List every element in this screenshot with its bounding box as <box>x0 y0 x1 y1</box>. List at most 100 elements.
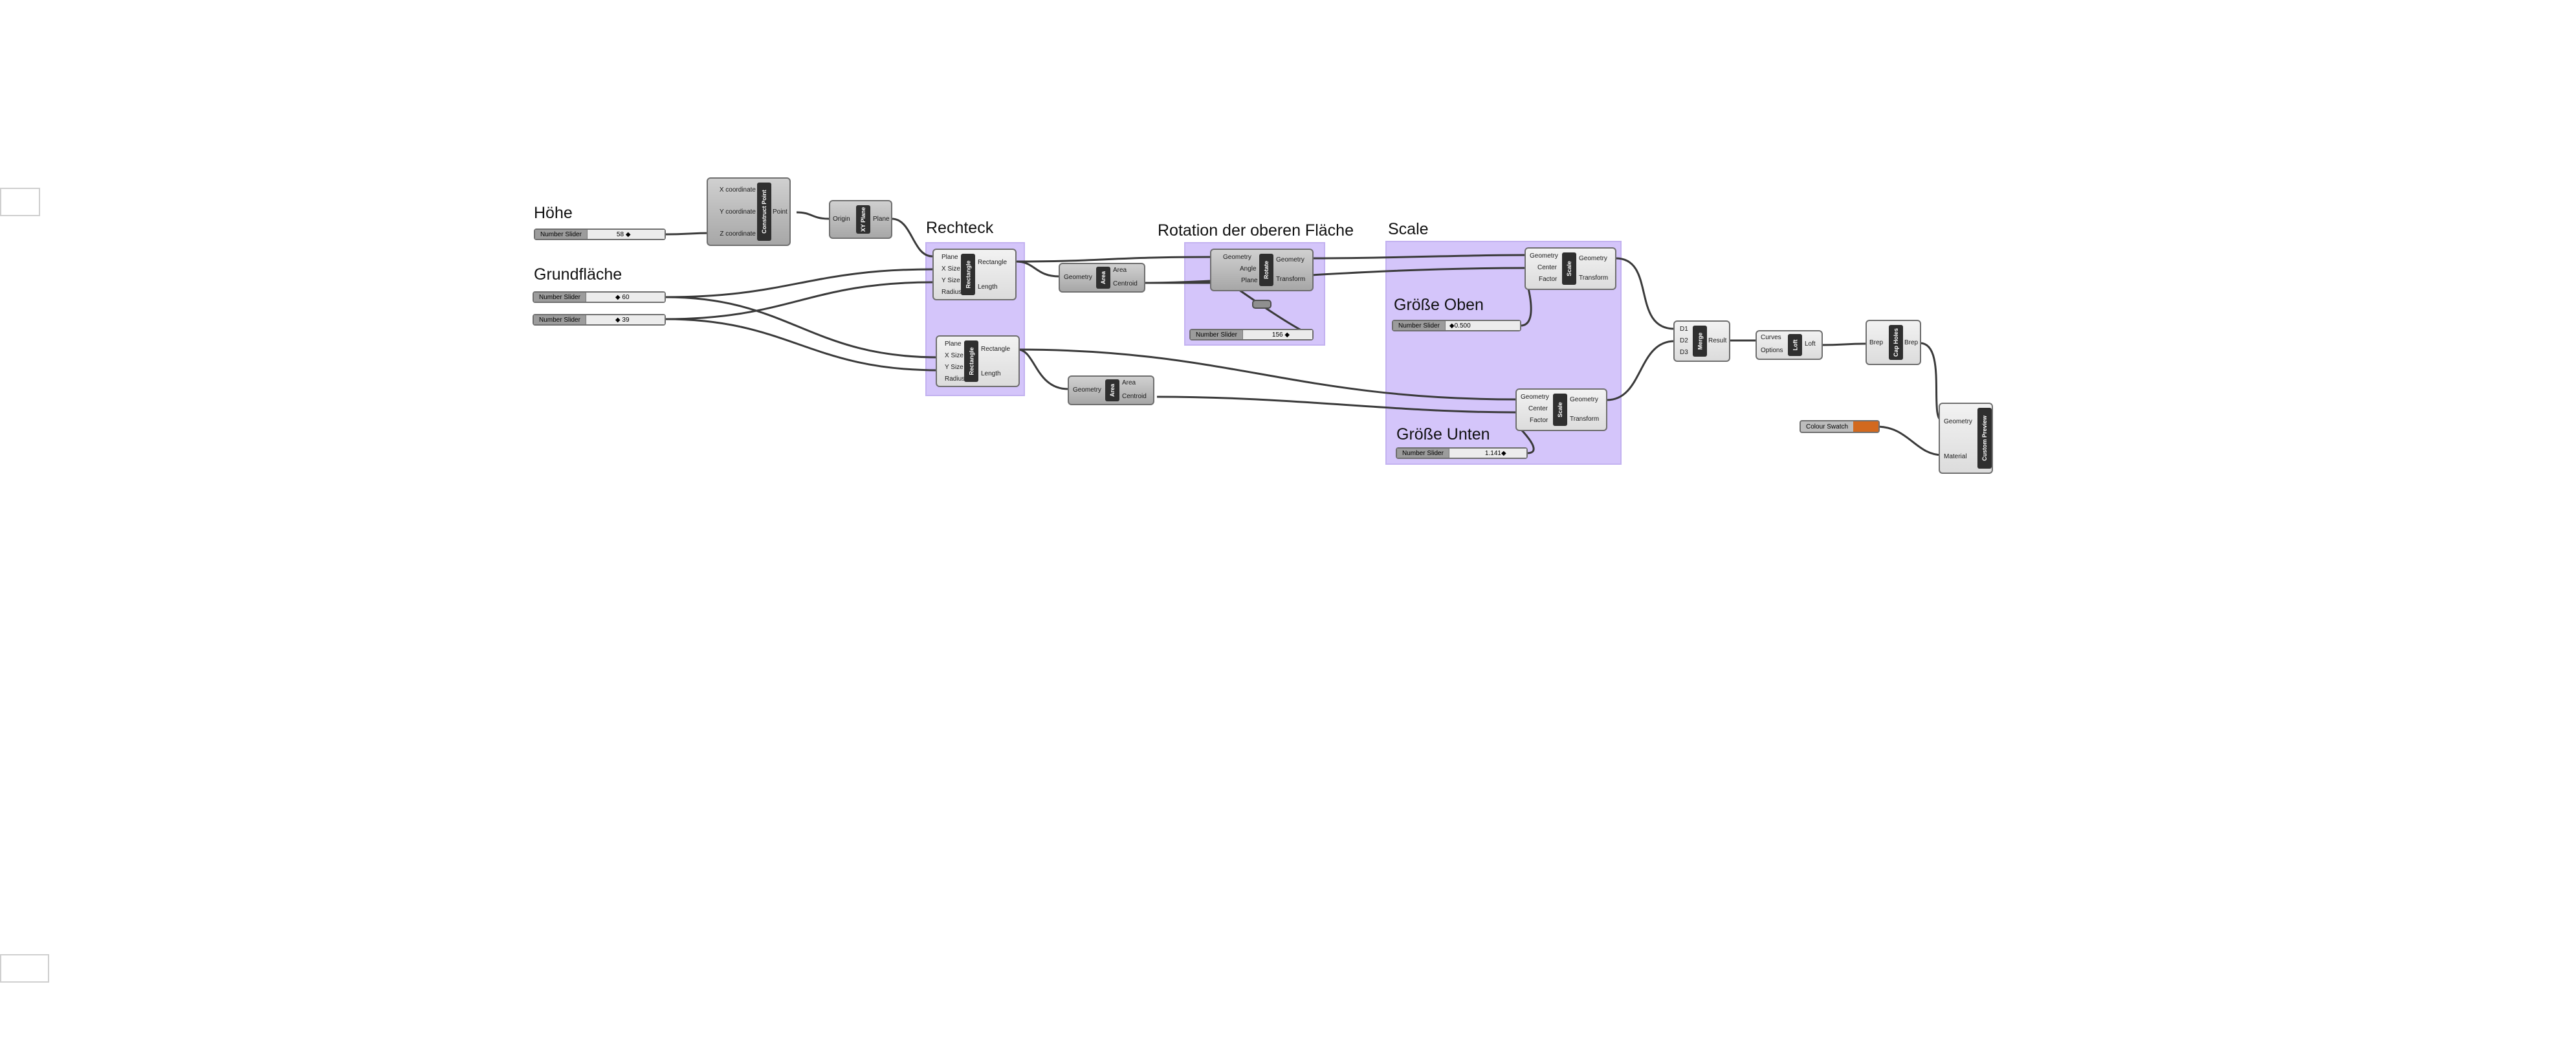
output-port-transform[interactable]: Transform <box>1579 274 1609 282</box>
input-port-y-size[interactable]: Y Size <box>945 364 963 371</box>
output-port-centroid[interactable]: Centroid <box>1113 280 1138 287</box>
slider-track[interactable]: ◆ 60 <box>586 293 665 302</box>
relay-knob[interactable] <box>1252 300 1271 309</box>
component-cap-holes[interactable]: Brep Cap Holes Brep <box>1866 320 1921 365</box>
input-port-z[interactable]: Z coordinate <box>720 230 756 238</box>
component-name-bar: XY Plane <box>856 205 870 234</box>
label-grundflaeche: Grundfläche <box>534 265 622 284</box>
output-port-transform[interactable]: Transform <box>1276 276 1306 283</box>
component-area-top[interactable]: Geometry Area Area Centroid <box>1059 263 1145 293</box>
input-port-geometry[interactable]: Geometry <box>1944 418 1972 425</box>
slider-rotation[interactable]: Number Slider 156 ◆ <box>1189 329 1314 340</box>
slider-track[interactable]: 156 ◆ <box>1242 330 1312 339</box>
input-port-angle[interactable]: Angle <box>1240 265 1257 273</box>
component-loft[interactable]: Curves Options Loft Loft <box>1756 330 1823 360</box>
input-port-factor[interactable]: Factor <box>1530 417 1548 424</box>
group-title-rechteck: Rechteck <box>926 219 994 237</box>
slider-hoehe[interactable]: Number Slider 58 ◆ <box>534 229 666 240</box>
input-port-options[interactable]: Options <box>1761 347 1783 354</box>
input-port-radius[interactable]: Radius <box>945 375 965 383</box>
component-name: Rectangle <box>965 260 972 289</box>
input-port-plane[interactable]: Plane <box>945 340 962 348</box>
input-port-brep[interactable]: Brep <box>1869 339 1884 346</box>
slider-track[interactable]: 58 ◆ <box>587 230 665 239</box>
input-port-d2[interactable]: D2 <box>1680 337 1688 344</box>
slider-grundflaeche-y[interactable]: Number Slider ◆ 39 <box>533 314 666 326</box>
input-port-x-size[interactable]: X Size <box>941 265 960 273</box>
component-rotate[interactable]: Geometry Angle Plane Rotate Geometry Tra… <box>1210 249 1314 291</box>
output-port-rectangle[interactable]: Rectangle <box>981 346 1011 353</box>
component-name-bar: Rotate <box>1259 254 1273 286</box>
component-custom-preview[interactable]: Geometry Material Custom Preview <box>1939 403 1993 474</box>
slider-track[interactable]: ◆ 39 <box>586 315 665 324</box>
output-port-loft[interactable]: Loft <box>1805 340 1816 348</box>
input-port-plane[interactable]: Plane <box>1241 277 1258 284</box>
component-rectangle-top[interactable]: Plane X Size Y Size Radius Rectangle Rec… <box>932 249 1017 300</box>
input-port-d1[interactable]: D1 <box>1680 326 1688 333</box>
input-port-plane[interactable]: Plane <box>941 254 958 261</box>
output-port-length[interactable]: Length <box>978 284 998 291</box>
component-scale-top[interactable]: Geometry Center Factor Scale Geometry Tr… <box>1525 247 1616 290</box>
input-port-y[interactable]: Y coordinate <box>720 208 756 216</box>
input-port-factor[interactable]: Factor <box>1539 276 1558 283</box>
input-port-geometry[interactable]: Geometry <box>1521 394 1549 401</box>
output-port-point[interactable]: Point <box>773 208 787 216</box>
input-port-geometry[interactable]: Geometry <box>1223 254 1251 261</box>
input-port-origin[interactable]: Origin <box>833 216 850 223</box>
output-port-result[interactable]: Result <box>1708 337 1727 344</box>
output-port-geometry[interactable]: Geometry <box>1276 256 1305 263</box>
colour-swatch-color[interactable] <box>1853 421 1878 432</box>
input-port-d3[interactable]: D3 <box>1680 349 1688 356</box>
slider-groesse-oben[interactable]: Number Slider ◆0.500 <box>1392 320 1521 331</box>
colour-swatch[interactable]: Colour Swatch <box>1800 420 1880 433</box>
slider-value: ◆ 39 <box>615 316 630 324</box>
component-name: Rotate <box>1263 260 1270 280</box>
wire <box>1015 256 1212 263</box>
output-port-geometry[interactable]: Geometry <box>1579 255 1607 262</box>
input-port-geometry[interactable]: Geometry <box>1073 386 1101 394</box>
input-port-radius[interactable]: Radius <box>941 289 962 296</box>
output-port-plane[interactable]: Plane <box>873 216 890 223</box>
component-name: Loft <box>1792 339 1798 351</box>
component-scale-bottom[interactable]: Geometry Center Factor Scale Geometry Tr… <box>1515 388 1607 431</box>
component-merge[interactable]: D1 D2 D3 Merge Result <box>1673 320 1730 362</box>
label-groesse-oben: Größe Oben <box>1394 296 1484 314</box>
component-name-bar: Custom Preview <box>1977 408 1992 469</box>
output-port-area[interactable]: Area <box>1113 267 1127 274</box>
output-port-rectangle[interactable]: Rectangle <box>978 259 1007 266</box>
component-name: XY Plane <box>860 206 867 232</box>
input-port-geometry[interactable]: Geometry <box>1530 252 1558 260</box>
component-name: Custom Preview <box>1981 415 1988 462</box>
component-rectangle-bottom[interactable]: Plane X Size Y Size Radius Rectangle Rec… <box>936 335 1020 387</box>
input-port-geometry[interactable]: Geometry <box>1064 274 1092 281</box>
input-port-x-size[interactable]: X Size <box>945 352 963 359</box>
label-groesse-unten: Größe Unten <box>1396 425 1490 443</box>
canvas-edge-box-top <box>0 188 40 216</box>
slider-value: 1.141◆ <box>1484 449 1506 457</box>
slider-track[interactable]: 1.141◆ <box>1449 449 1526 458</box>
output-port-centroid[interactable]: Centroid <box>1122 393 1147 400</box>
output-port-brep[interactable]: Brep <box>1904 339 1919 346</box>
component-name: Area <box>1099 271 1106 285</box>
output-port-area[interactable]: Area <box>1122 379 1136 386</box>
slider-groesse-unten[interactable]: Number Slider 1.141◆ <box>1396 447 1528 459</box>
wire <box>1876 425 1943 456</box>
output-port-geometry[interactable]: Geometry <box>1570 396 1598 403</box>
component-name-bar: Cap Holes <box>1889 325 1903 360</box>
output-port-transform[interactable]: Transform <box>1570 416 1600 423</box>
input-port-x[interactable]: X coordinate <box>719 186 756 194</box>
input-port-material[interactable]: Material <box>1944 453 1967 460</box>
component-construct-point[interactable]: X coordinate Y coordinate Z coordinate C… <box>707 177 791 246</box>
input-port-curves[interactable]: Curves <box>1761 334 1781 341</box>
input-port-center[interactable]: Center <box>1537 264 1558 271</box>
component-area-bottom[interactable]: Geometry Area Area Centroid <box>1068 375 1154 405</box>
input-port-y-size[interactable]: Y Size <box>941 277 960 284</box>
slider-track[interactable]: ◆0.500 <box>1445 321 1520 330</box>
component-name-bar: Loft <box>1788 334 1802 356</box>
component-name: Merge <box>1697 332 1704 350</box>
input-port-center[interactable]: Center <box>1528 405 1548 412</box>
output-port-length[interactable]: Length <box>981 370 1001 377</box>
component-xy-plane[interactable]: Origin XY Plane Plane <box>829 200 892 239</box>
slider-grundflaeche-x[interactable]: Number Slider ◆ 60 <box>533 291 666 303</box>
